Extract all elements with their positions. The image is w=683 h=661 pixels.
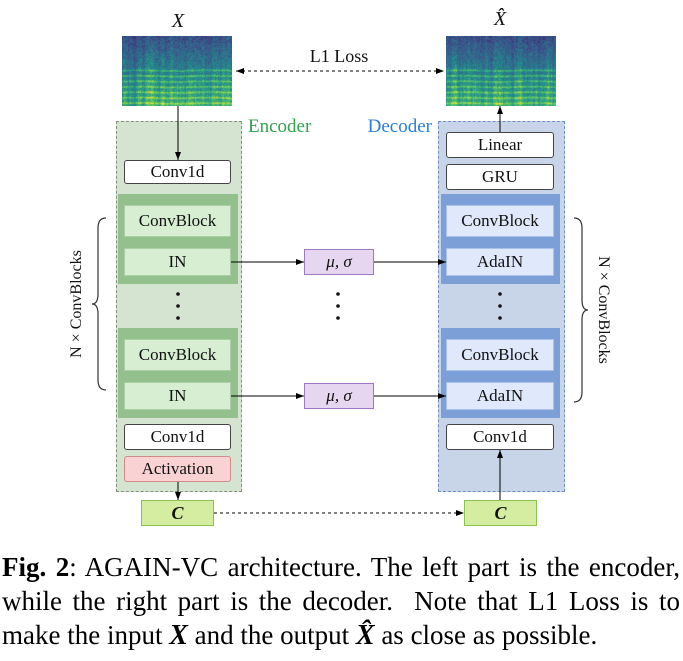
caption-text: as close as possible. bbox=[374, 620, 598, 650]
caption-text: make the input bbox=[2, 620, 170, 650]
caption-line-2: while the right part is the decoder. Not… bbox=[2, 586, 680, 616]
encoder-activation: Activation bbox=[124, 456, 231, 482]
encoder-convblock: ConvBlock bbox=[124, 339, 231, 371]
encoder-convblock-group-1: ConvBlock IN bbox=[118, 194, 238, 284]
decoder-convblock-group-n: ConvBlock AdaIN bbox=[441, 328, 560, 418]
decoder-gru: GRU bbox=[446, 164, 554, 190]
dot bbox=[336, 304, 340, 308]
output-label: X̂ bbox=[493, 8, 507, 30]
encoder-latent: C bbox=[141, 500, 214, 526]
encoder-conv1d-in: Conv1d bbox=[124, 160, 231, 184]
decoder-convblock: ConvBlock bbox=[446, 205, 554, 237]
dot bbox=[336, 292, 340, 296]
caption-text: and the output bbox=[187, 620, 356, 650]
loss-label: L1 Loss bbox=[309, 46, 369, 66]
input-spectrogram bbox=[122, 36, 232, 106]
decoder-adain: AdaIN bbox=[446, 382, 554, 410]
encoder-conv1d-out: Conv1d bbox=[124, 424, 231, 450]
caption-line-3: make the input X and the output X̂ as cl… bbox=[2, 618, 680, 652]
encoder-repeat-label: N × ConvBlocks bbox=[68, 250, 85, 358]
encoder-repeat-brace bbox=[91, 217, 107, 391]
decoder-convblock: ConvBlock bbox=[446, 339, 554, 371]
input-label: X bbox=[171, 10, 185, 32]
caption-text: : AGAIN-VC architecture. The left part i… bbox=[69, 552, 681, 582]
decoder-latent: C bbox=[464, 500, 537, 526]
caption-math-output: X̂ bbox=[355, 620, 375, 651]
dot bbox=[336, 316, 340, 320]
decoder-convblock-group-1: ConvBlock AdaIN bbox=[441, 194, 560, 284]
encoder-instance-norm: IN bbox=[124, 248, 231, 276]
decoder-title: Decoder bbox=[367, 116, 432, 137]
encoder-convblock-group-n: ConvBlock IN bbox=[118, 328, 238, 418]
caption-math-input: X bbox=[169, 620, 188, 651]
decoder-repeat-label: N × ConvBlocks bbox=[595, 256, 612, 364]
encoder-title: Encoder bbox=[248, 116, 312, 137]
output-spectrogram bbox=[446, 36, 556, 106]
encoder-instance-norm: IN bbox=[124, 382, 231, 410]
stats-ellipsis bbox=[336, 292, 340, 320]
figure-number: Fig. 2 bbox=[2, 552, 70, 582]
stats-box-1: μ, σ bbox=[304, 249, 374, 275]
decoder-repeat-brace bbox=[573, 217, 589, 403]
stats-box-n: μ, σ bbox=[304, 383, 374, 409]
decoder-conv1d: Conv1d bbox=[446, 424, 554, 450]
figure-caption: Fig. 2: AGAIN-VC architecture. The left … bbox=[2, 550, 680, 652]
decoder-linear: Linear bbox=[446, 132, 554, 158]
caption-line-1: Fig. 2: AGAIN-VC architecture. The left … bbox=[2, 550, 680, 584]
encoder-convblock: ConvBlock bbox=[124, 205, 231, 237]
decoder-adain: AdaIN bbox=[446, 248, 554, 276]
